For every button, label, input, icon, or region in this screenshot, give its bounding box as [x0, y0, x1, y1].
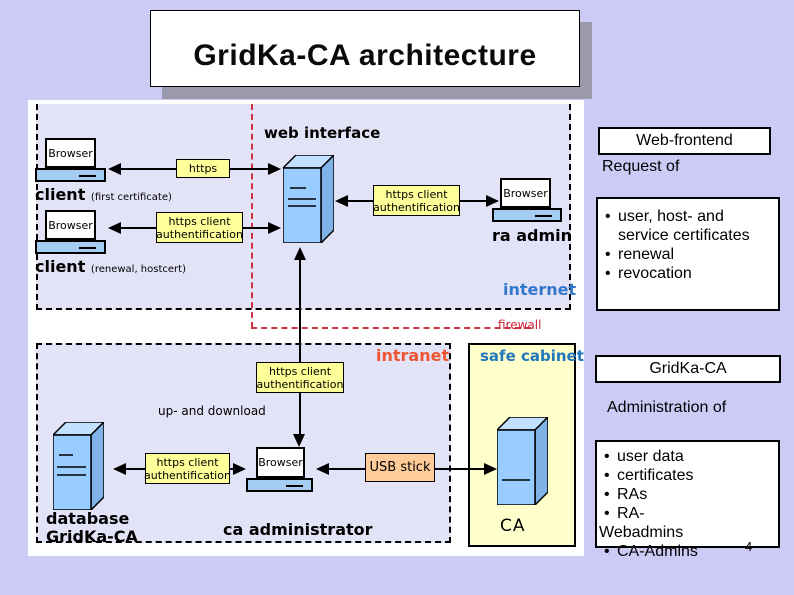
- browser-label: Browser: [258, 456, 303, 469]
- firewall-line-horizontal: [251, 327, 531, 329]
- web-frontend-box: Web-frontend: [598, 127, 771, 155]
- arrowhead-right-icon: [268, 222, 281, 234]
- client1-label: client (first certificate): [35, 185, 172, 204]
- list-item: RAs: [597, 485, 778, 504]
- ra-admin-computer-base-icon: [492, 208, 562, 222]
- ca-admin-label: ca administrator: [223, 520, 373, 539]
- arrow-webserver-raadmin: [348, 200, 373, 202]
- gridka-ca-box: GridKa-CA: [595, 355, 781, 383]
- arrow-browser-usb: [329, 468, 365, 470]
- client1-computer-base-icon: [35, 168, 106, 182]
- database-label: database GridKa-CA: [46, 509, 138, 546]
- page-title: GridKa-CA architecture: [193, 38, 537, 72]
- arrowhead-up-icon: [294, 247, 306, 260]
- arrowhead-right-icon: [484, 463, 497, 475]
- arrowhead-left-icon: [113, 463, 126, 475]
- title-box: GridKa-CA architecture: [150, 10, 580, 87]
- ca-admin-computer-icon: Browser: [256, 447, 305, 478]
- client1-computer-icon: Browser: [45, 138, 96, 168]
- browser-label: Browser: [503, 186, 548, 200]
- arrow-intranet-webserver: [299, 260, 301, 362]
- https-client-auth-label: https client authentification: [144, 453, 231, 484]
- database-server-icon: [53, 422, 104, 510]
- ca-label: CA: [500, 516, 526, 536]
- list-item: CA-Admins: [597, 542, 778, 561]
- browser-label: Browser: [48, 218, 93, 232]
- list-item: service certificates: [618, 227, 750, 244]
- request-items-box: user, host- and service certificates ren…: [596, 197, 780, 311]
- usb-stick: USB stick: [365, 453, 435, 482]
- web-interface-label: web interface: [264, 124, 381, 142]
- list-item: user, host- and: [598, 207, 778, 226]
- arrowhead-left-icon: [108, 222, 121, 234]
- page-number: 4: [745, 539, 753, 554]
- arrowhead-down-icon: [293, 434, 305, 447]
- client2-computer-base-icon: [35, 240, 106, 254]
- arrowhead-right-icon: [268, 163, 281, 175]
- architecture-diagram: firewall web interface internet intranet…: [28, 100, 584, 556]
- list-item: user data: [597, 447, 778, 466]
- arrow-client2-webserver: [121, 227, 156, 229]
- ca-admin-computer-base-icon: [246, 478, 313, 492]
- client2-computer-icon: Browser: [45, 210, 96, 240]
- request-of-heading: Request of: [602, 158, 680, 175]
- list-item: Webadmins: [599, 524, 684, 541]
- ra-admin-computer-icon: Browser: [500, 178, 551, 208]
- arrowhead-left-icon: [335, 195, 348, 207]
- safe-cabinet-label: safe cabinet: [480, 347, 584, 365]
- arrow-webserver-raadmin: [460, 200, 486, 202]
- firewall-line-vertical: [251, 104, 253, 328]
- https-client-auth-label: https client authentification: [256, 362, 344, 393]
- arrowhead-right-icon: [486, 195, 499, 207]
- list-item: revocation: [598, 264, 778, 283]
- arrowhead-left-icon: [108, 163, 121, 175]
- arrow-client2-webserver: [243, 227, 268, 229]
- firewall-label: firewall: [498, 318, 542, 332]
- list-item: certificates: [597, 466, 778, 485]
- administration-of-heading: Administration of: [607, 399, 727, 416]
- browser-label: Browser: [48, 146, 93, 160]
- arrow-authlabel-caadmin: [299, 393, 301, 434]
- arrowhead-right-icon: [233, 463, 246, 475]
- intranet-label: intranet: [376, 346, 450, 365]
- internet-label: internet: [503, 280, 577, 299]
- up-and-download-label: up- and download: [158, 404, 266, 418]
- arrow-authlabel-browser: [230, 468, 235, 470]
- https-label: https: [176, 159, 230, 178]
- list-item: renewal: [598, 245, 778, 264]
- intranet-zone: [36, 343, 451, 543]
- arrowhead-left-icon: [316, 463, 329, 475]
- arrow-usb-ca: [435, 468, 484, 470]
- arrow-database-authlabel: [126, 468, 145, 470]
- https-client-auth-label: https client authentification: [156, 212, 243, 243]
- ca-server-icon: [497, 417, 548, 505]
- administration-items-box: user data certificates RAs RA- Webadmins…: [595, 440, 780, 561]
- client2-label: client (renewal, hostcert): [35, 257, 186, 276]
- https-client-auth-label: https client authentification: [373, 185, 460, 216]
- ra-admin-label: ra admin: [492, 226, 573, 245]
- list-item: RA-: [597, 504, 778, 523]
- web-interface-server-icon: [283, 155, 334, 243]
